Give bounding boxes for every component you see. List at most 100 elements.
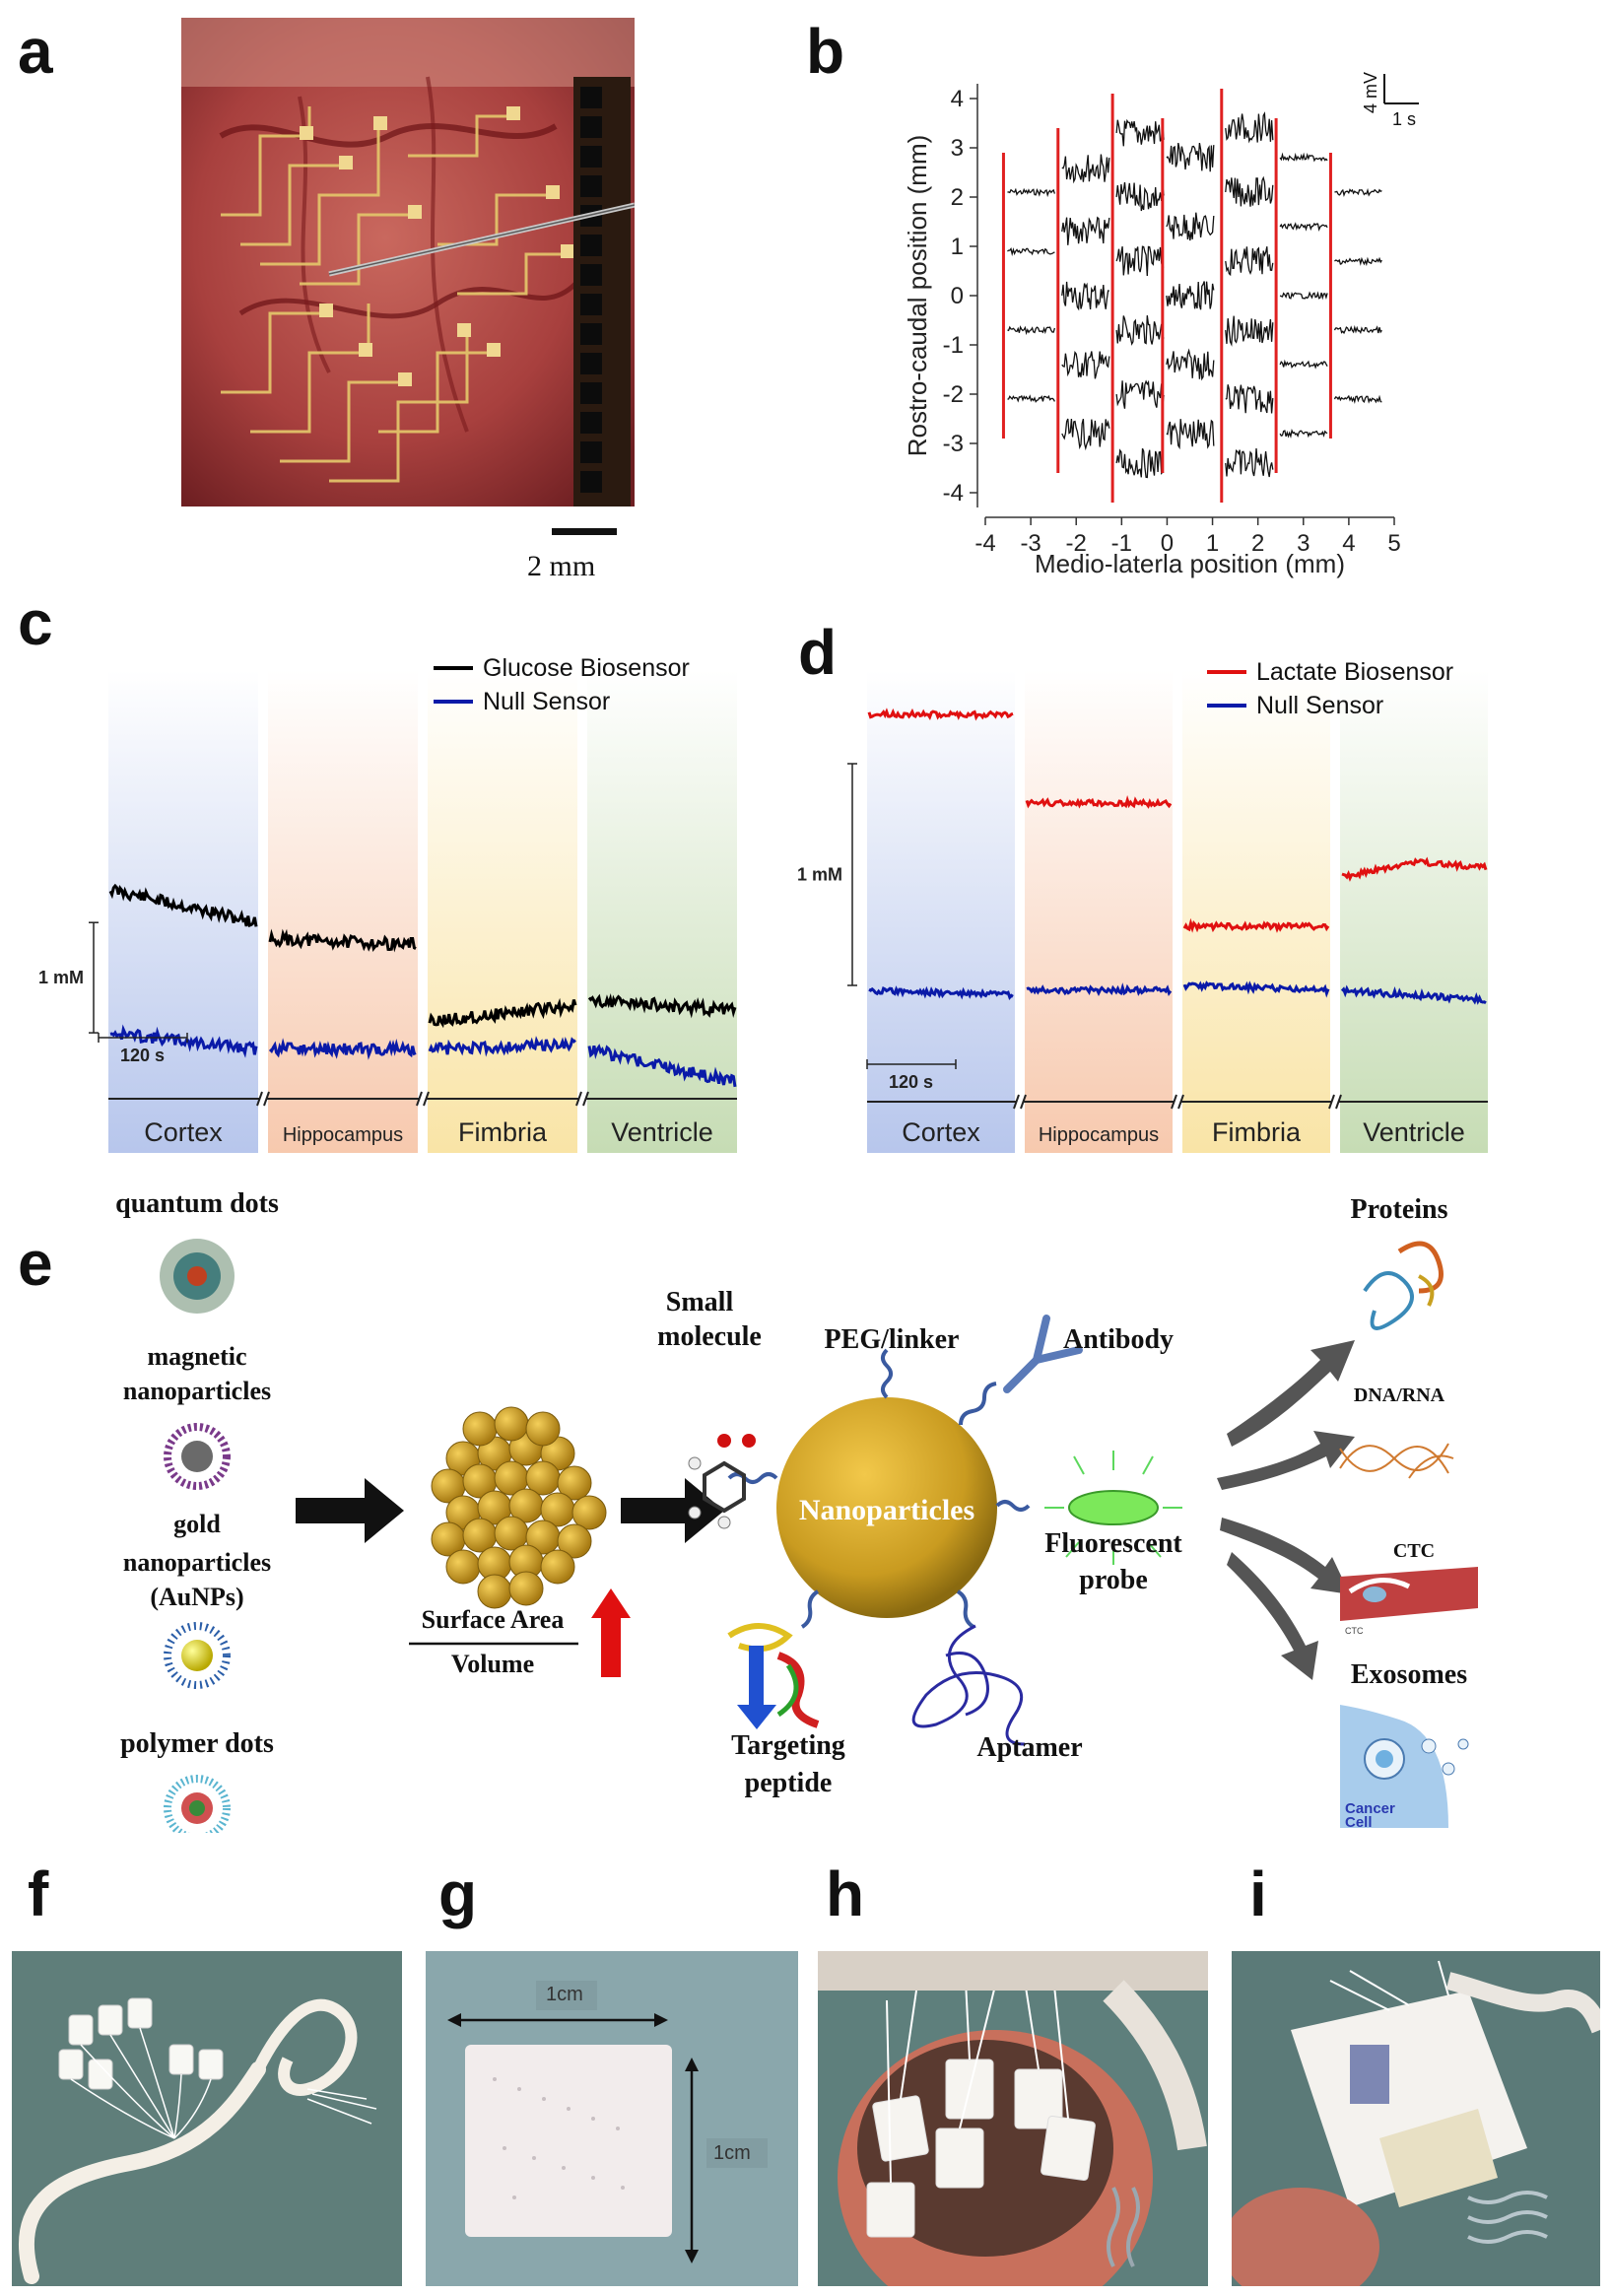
label-dna-rna: DNA/RNA (1354, 1384, 1445, 1406)
time-scale-label: 120 s (120, 1046, 165, 1065)
ctc-vessel-icon: CTC (1340, 1567, 1478, 1636)
peg-linkers (727, 1348, 1031, 1629)
label-gold-2: nanoparticles(AuNPs) (122, 1548, 272, 1612)
label-targeting-2: peptide (745, 1768, 833, 1798)
region-band (867, 670, 1015, 1153)
x-tick-label: 5 (1387, 530, 1400, 557)
x-tick-label: 2 (1251, 530, 1264, 557)
arrow-right-icon-1 (296, 1478, 404, 1543)
lfp-trace (1061, 154, 1110, 184)
lfp-trace (1115, 181, 1165, 212)
quantum-dot-icon (160, 1239, 235, 1314)
gold-nanoparticle-icon (164, 1622, 231, 1689)
lfp-trace (1334, 256, 1382, 267)
ratio-bottom: Volume (451, 1650, 534, 1678)
lfp-trace (1279, 222, 1328, 233)
protein-icon (1363, 1241, 1444, 1330)
lfp-trace (1166, 212, 1215, 241)
y-tick-label: -2 (943, 381, 964, 408)
lfp-trace (1115, 447, 1165, 479)
lfp-trace (1225, 111, 1274, 144)
x-tick-label: -4 (974, 530, 995, 557)
lfp-trace (1225, 315, 1274, 347)
lfp-trace (1279, 291, 1328, 301)
x-tick-label: 3 (1297, 530, 1310, 557)
lfp-trace (1115, 315, 1165, 346)
lfp-trace (1225, 384, 1274, 414)
label-fluorescent-2: probe (1079, 1565, 1148, 1595)
arrow-right-icon-2 (621, 1478, 724, 1543)
series-trace (1182, 980, 1330, 998)
label-cancer-cell: Cancer (1345, 1800, 1395, 1817)
lfp-trace (1115, 245, 1165, 277)
lfp-trace (1061, 350, 1110, 379)
series-trace (1026, 982, 1173, 997)
region-band (428, 670, 577, 1153)
target-arrows (1217, 1340, 1355, 1680)
nanoparticle-ball (557, 1523, 592, 1559)
region-label: Ventricle (1363, 1117, 1465, 1147)
panel-letter-i: i (1249, 1858, 1267, 1929)
series-trace (268, 1038, 417, 1060)
brain-array-illustration (181, 18, 635, 506)
region-label: Cortex (902, 1117, 980, 1147)
region-label: Fimbria (1212, 1117, 1302, 1147)
label-peg-linker: PEG/linker (825, 1324, 960, 1355)
y-tick-label: 4 (951, 86, 964, 112)
nanoparticle-cluster (431, 1406, 607, 1609)
nanoparticle-ball (445, 1549, 481, 1585)
lfp-trace (1279, 429, 1328, 439)
label-gold-1: gold (173, 1510, 221, 1538)
x-tick-label: 1 (1206, 530, 1219, 557)
label-magnetic-2: nanoparticles (122, 1377, 272, 1405)
series-trace (428, 1036, 576, 1057)
lfp-trace (1166, 142, 1215, 172)
lfp-trace (1061, 216, 1110, 245)
lfp-trace (1279, 359, 1328, 370)
nanoparticle-ball (508, 1571, 544, 1606)
dna-icon (1339, 1443, 1454, 1479)
panel-letter-e: e (18, 1228, 53, 1299)
concentration-scale-label: 1 mM (38, 968, 84, 987)
photo-electrode-harness (12, 1951, 402, 2286)
legend-entry: Glucose Biosensor (483, 654, 690, 682)
photo-infant-head (818, 1951, 1208, 2286)
nanoparticle-ball (525, 1411, 561, 1447)
y-tick-label: -3 (943, 431, 964, 457)
fluorescent-probe-icon (1044, 1451, 1182, 1565)
region-label: Fimbria (458, 1117, 548, 1147)
scale-bar-time: 1 s (1392, 109, 1416, 129)
nanoparticle-ball (462, 1411, 498, 1447)
label-exosomes: Exosomes (1351, 1659, 1467, 1690)
series-trace (587, 992, 737, 1019)
series-trace (1182, 917, 1330, 933)
y-tick-label: 1 (951, 234, 964, 260)
lfp-trace (1166, 281, 1215, 310)
x-tick-label: 4 (1342, 530, 1355, 557)
lfp-trace (1225, 246, 1274, 277)
lfp-trace (1115, 118, 1165, 147)
nanoparticle-ball (557, 1465, 592, 1501)
nanoparticle-ball (494, 1406, 529, 1442)
magnetic-nanoparticle-icon (164, 1423, 231, 1490)
series-trace (587, 1044, 737, 1088)
series-trace (108, 883, 258, 928)
polymer-dot-icon (164, 1775, 231, 1833)
nanoparticle-diagram: quantum dots magnetic gold polymer dots … (115, 1188, 1478, 1833)
series-trace (428, 997, 577, 1029)
lfp-trace (1166, 419, 1215, 450)
antibody-icon (1003, 1315, 1083, 1393)
x-tick-label: 0 (1161, 530, 1174, 557)
y-tick-label: -1 (943, 332, 964, 359)
nanoparticle-sphere (776, 1397, 997, 1618)
label-aptamer: Aptamer (976, 1732, 1082, 1763)
x-tick-label: -2 (1066, 530, 1087, 557)
series-trace (268, 928, 417, 953)
region-label: Hippocampus (1039, 1124, 1159, 1146)
lfp-trace (1225, 448, 1274, 478)
lfp-trace (1007, 394, 1055, 403)
panel-letter-f: f (28, 1858, 49, 1929)
